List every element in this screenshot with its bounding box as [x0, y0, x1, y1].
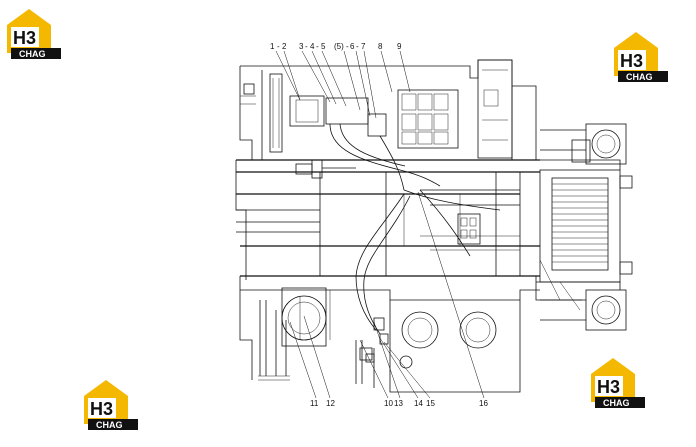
- logo-bottom-right: H3 CHAG: [591, 358, 645, 408]
- callout-4: 4: [310, 42, 315, 51]
- logo-text: CHAG: [96, 420, 123, 430]
- logo-top-left: H3 CHAG: [7, 9, 61, 59]
- logo-text: CHAG: [626, 72, 653, 82]
- callout-1: 1: [270, 42, 275, 51]
- callout-6: 6: [350, 42, 355, 51]
- callout-2: 2: [282, 42, 287, 51]
- callout-8: 8: [378, 42, 383, 51]
- callout-3: 3: [299, 42, 304, 51]
- callout-dash: -: [305, 42, 308, 51]
- logo-letters: H3: [90, 399, 113, 419]
- callout-10: 10: [384, 399, 393, 408]
- callouts-bottom: 11 12 10 13 14 15 16: [310, 399, 488, 408]
- chassis-outline: [235, 59, 633, 393]
- callout-11: 11: [310, 399, 319, 408]
- callout-16: 16: [479, 399, 488, 408]
- callout-9: 9: [397, 42, 402, 51]
- callout-14: 14: [414, 399, 423, 408]
- callout-7: 7: [361, 42, 366, 51]
- callout-dash: -: [356, 42, 359, 51]
- logo-text: CHAG: [603, 398, 630, 408]
- logo-letters: H3: [13, 28, 36, 48]
- callouts-top: 1 - 2 3 - 4 - 5 (5) - 6 - 7 8 9: [270, 42, 402, 51]
- logo-bottom-left: H3 CHAG: [84, 380, 138, 430]
- logo-letters: H3: [597, 377, 620, 397]
- callout-13: 13: [394, 399, 403, 408]
- callout-12: 12: [326, 399, 335, 408]
- callout-15: 15: [426, 399, 435, 408]
- logo-text: CHAG: [19, 49, 46, 59]
- leader-lines: [275, 50, 485, 399]
- callout-dash: -: [277, 42, 280, 51]
- logo-letters: H3: [620, 51, 643, 71]
- logo-top-right: H3 CHAG: [614, 32, 668, 82]
- callout-dash: -: [346, 42, 349, 51]
- callout-5-paren: (5): [334, 42, 344, 51]
- callout-dash: -: [316, 42, 319, 51]
- callout-5: 5: [321, 42, 326, 51]
